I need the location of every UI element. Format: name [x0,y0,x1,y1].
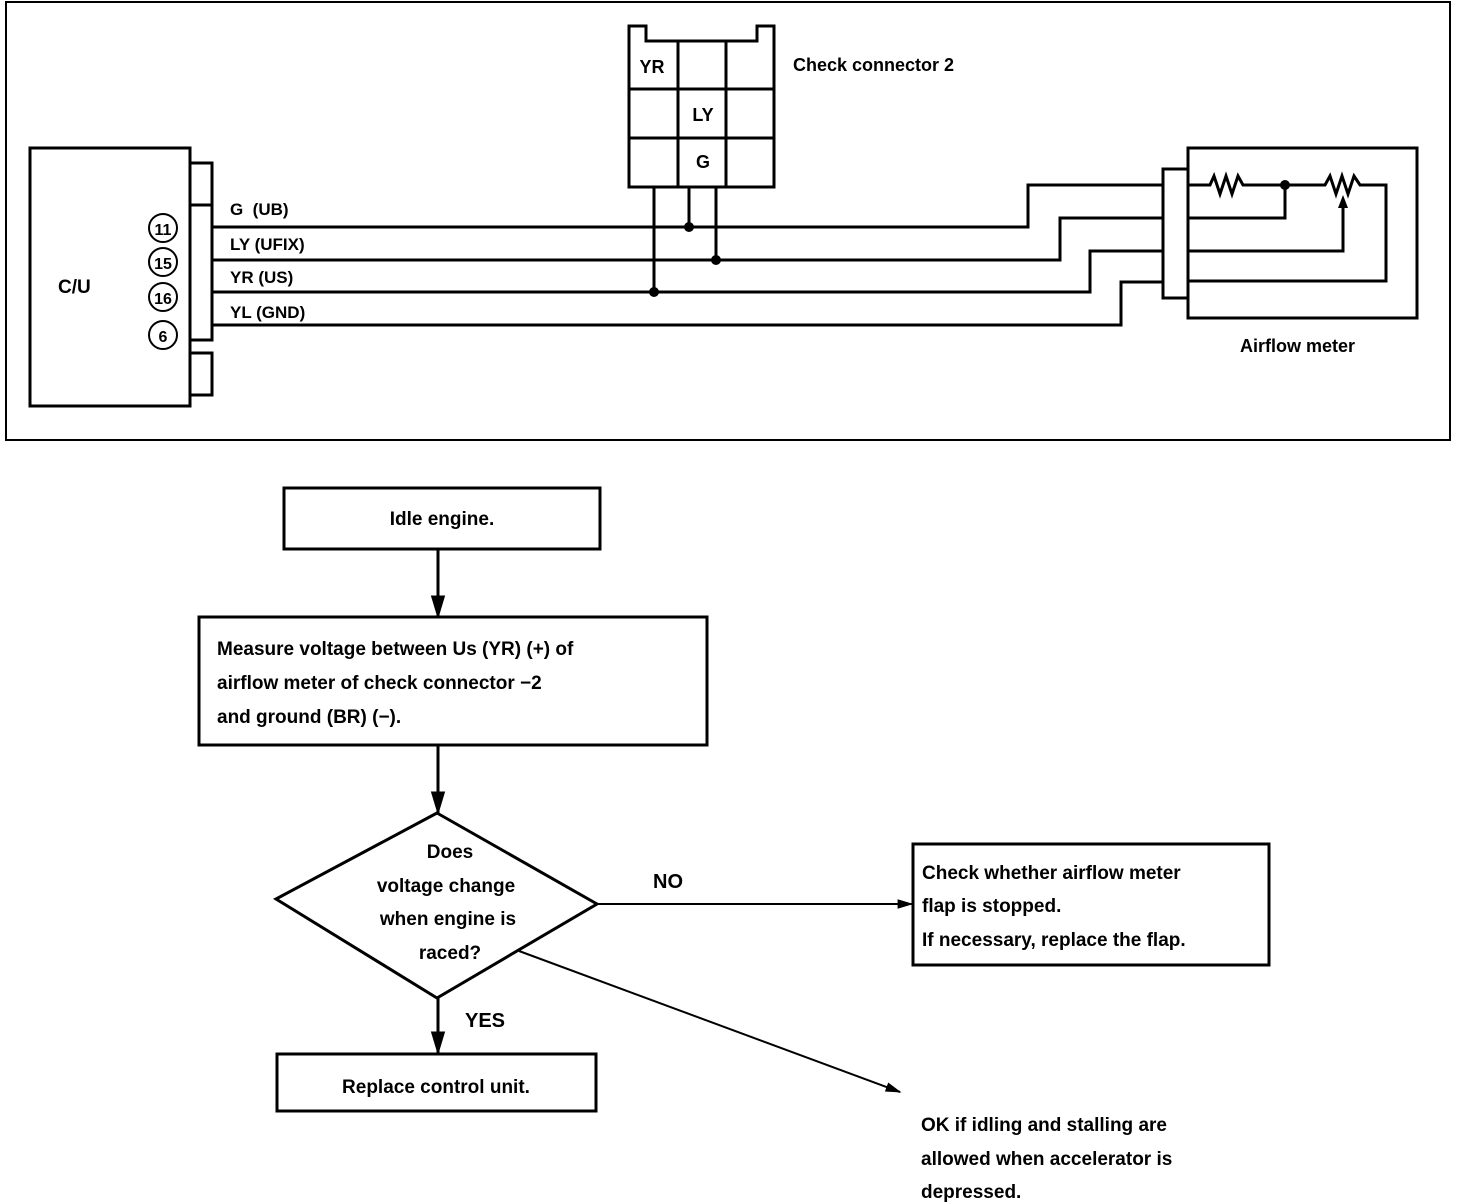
check-connector: YR LY G [627,24,776,297]
yes-result-box [275,1052,598,1113]
yes-result-text: Replace control unit. [342,1077,530,1098]
junction-dot [649,287,659,297]
svg-text:6: 6 [159,329,168,346]
pin-6: 6 [148,320,178,350]
svg-text:15: 15 [154,256,172,273]
connector-cell-yr: YR [639,57,664,77]
wire-yr [212,249,1165,294]
junction-dot [711,255,721,265]
svg-text:11: 11 [155,222,172,239]
wire-label-g: G (UB) [230,200,289,219]
control-unit: C/U [28,146,214,408]
pin-11: 11 [148,213,178,243]
no-result-line-2: flap is stopped. [922,896,1061,917]
step-idle-engine-box [282,486,602,551]
note-line-3: depressed. [921,1182,1021,1203]
wire-yl [212,280,1165,327]
wire-label-ly: LY (UFIX) [230,235,305,254]
no-result-line-3: If necessary, replace the flap. [922,930,1186,951]
svg-text:16: 16 [154,291,172,308]
connector-cell-ly: LY [692,105,713,125]
step-measure-line-1: Measure voltage between Us (YR) (+) of [217,639,574,660]
decision-line-3: when engine is [379,909,516,930]
wire-label-yl: YL (GND) [230,303,305,322]
decision-diamond [272,811,600,1000]
note-line-2: allowed when accelerator is [921,1149,1172,1170]
check-connector-label: Check connector 2 [793,55,954,75]
control-unit-label: C/U [58,277,91,298]
no-label: NO [653,871,683,893]
step-idle-engine-text: Idle engine. [390,509,495,530]
pin-16: 16 [148,282,178,312]
pin-15: 15 [148,247,178,277]
yes-label: YES [465,1010,505,1032]
airflow-meter [1161,146,1419,320]
step-measure-voltage-box [197,615,709,747]
step-measure-line-2: airflow meter of check connector −2 [217,673,542,694]
no-result-box [911,842,1271,967]
step-measure-line-3: and ground (BR) (−). [217,707,401,728]
no-result-line-1: Check whether airflow meter [922,863,1181,884]
note-line-1: OK if idling and stalling are [921,1115,1167,1136]
arrow-to-note [518,950,902,1093]
wire-ly [212,216,1165,262]
decision-line-1: Does [427,842,473,863]
wire-g [212,183,1165,229]
wire-label-yr: YR (US) [230,268,293,287]
junction-dot [1280,180,1290,190]
connector-cell-g: G [696,152,710,172]
decision-line-2: voltage change [377,876,515,897]
wiring-diagram-frame [5,1,1451,441]
decision-line-4: raced? [419,943,481,964]
junction-dot [684,222,694,232]
airflow-meter-label: Airflow meter [1240,336,1355,356]
